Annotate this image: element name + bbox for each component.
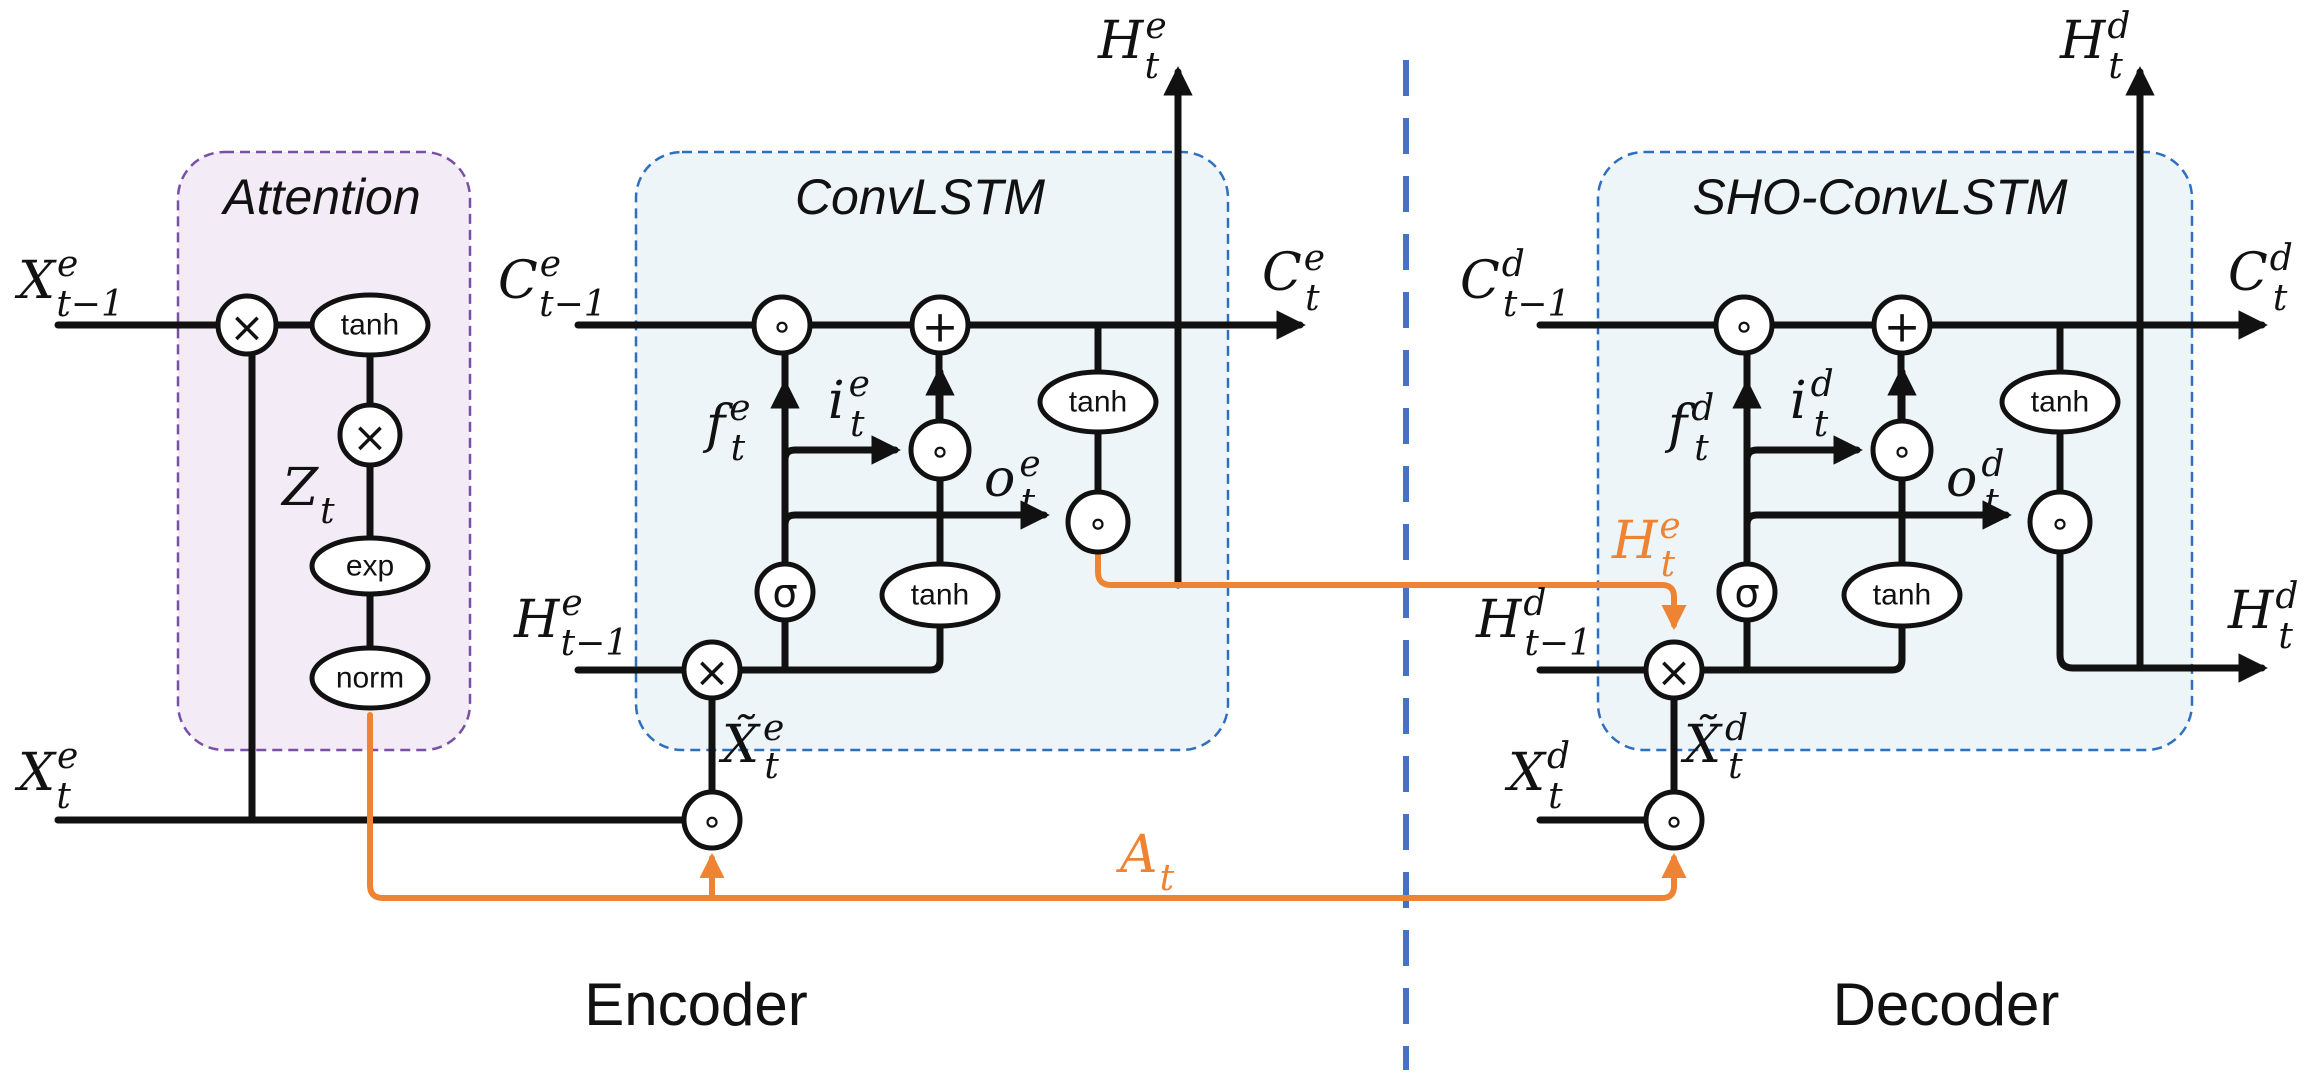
- svg-text:+: +: [1884, 302, 1921, 353]
- svg-text:∘: ∘: [2049, 504, 2072, 545]
- svg-text:∘: ∘: [701, 802, 724, 843]
- svg-text:tanh: tanh: [2031, 386, 2089, 419]
- decoder-section-title: Decoder: [1833, 971, 2060, 1038]
- encoder-cell-tanh-node: tanh: [1037, 369, 1159, 435]
- attention-nodes: × tanh × exp norm: [215, 292, 431, 711]
- svg-text:∘: ∘: [771, 307, 794, 348]
- decoder-add-node: +: [1871, 294, 1933, 356]
- svg-text:∘: ∘: [1663, 802, 1686, 843]
- encoder-output-hadamard-node: ∘: [1065, 489, 1131, 555]
- encoder-nodes: ∘ + tanh ∘ ∘ σ tanh ×: [681, 294, 1159, 851]
- encoder-input-multiply-node: ×: [681, 639, 743, 701]
- svg-text:exp: exp: [346, 550, 394, 583]
- encoder-section-title: Encoder: [584, 971, 807, 1038]
- decoder-forget-hadamard-node: ∘: [1713, 294, 1775, 356]
- attention-norm-node: norm: [309, 645, 431, 711]
- svg-text:norm: norm: [336, 662, 404, 695]
- decoder-nodes: ∘ + tanh ∘ ∘ σ tanh ×: [1643, 294, 2121, 851]
- attention-multiply-node-2: ×: [337, 402, 403, 468]
- svg-text:×: ×: [352, 413, 387, 462]
- encoder-forget-hadamard-node: ∘: [751, 294, 813, 356]
- svg-text:tanh: tanh: [341, 309, 399, 342]
- svg-text:∘: ∘: [1733, 307, 1756, 348]
- decoder-input-hadamard-node: ∘: [1870, 418, 1934, 482]
- encoder-cell-title: ConvLSTM: [795, 169, 1045, 225]
- label-z: Zt: [280, 458, 335, 532]
- orange-wires: [367, 552, 1687, 901]
- decoder-output-hadamard-node: ∘: [2027, 489, 2093, 555]
- svg-text:×: ×: [694, 648, 729, 697]
- svg-text:+: +: [922, 302, 959, 353]
- svg-text:tanh: tanh: [911, 579, 969, 612]
- encoder-gate-tanh-node: tanh: [879, 561, 1001, 629]
- decoder-attention-hadamard-node: ∘: [1643, 789, 1705, 851]
- svg-text:∘: ∘: [1087, 504, 1110, 545]
- svg-text:σ: σ: [1734, 571, 1759, 617]
- encoder-wires: [574, 66, 1306, 797]
- attention-multiply-node: ×: [215, 293, 279, 357]
- svg-text:tanh: tanh: [1069, 386, 1127, 419]
- svg-text:∘: ∘: [929, 432, 952, 473]
- encoder-input-hadamard-node: ∘: [908, 418, 972, 482]
- decoder-cell-tanh-node: tanh: [1999, 369, 2121, 435]
- decoder-input-multiply-node: ×: [1643, 639, 1705, 701]
- encoder-add-node: +: [909, 294, 971, 356]
- svg-text:σ: σ: [772, 571, 797, 617]
- attention-box-title: Attention: [220, 169, 420, 225]
- decoder-cell-title: SHO-ConvLSTM: [1692, 169, 2067, 225]
- decoder-sigmoid-node: σ: [1716, 561, 1778, 623]
- svg-text:tanh: tanh: [1873, 579, 1931, 612]
- label-a: At: [1116, 825, 1175, 899]
- decoder-gate-tanh-node: tanh: [1841, 561, 1963, 629]
- encoder-sigmoid-node: σ: [754, 561, 816, 623]
- encoder-attention-hadamard-node: ∘: [681, 789, 743, 851]
- svg-text:×: ×: [1656, 648, 1691, 697]
- attention-exp-node: exp: [309, 535, 431, 597]
- svg-text:∘: ∘: [1891, 432, 1914, 473]
- svg-text:×: ×: [229, 303, 264, 352]
- attention-tanh-node: tanh: [309, 292, 431, 358]
